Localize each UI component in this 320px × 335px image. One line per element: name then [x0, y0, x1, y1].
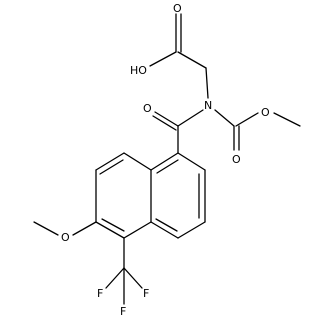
bond-ring-c6-c5-inner	[101, 218, 125, 232]
atom-n-amide: N	[204, 99, 212, 112]
atom-o-amide: O	[143, 102, 152, 115]
atom-oh-acid: HO	[130, 64, 147, 77]
bond-ring-c1-c2	[177, 152, 206, 171]
atom-o-carbamate-double: O	[232, 153, 241, 166]
bond-ring-c8-c7	[95, 152, 125, 171]
atom-f-left: F	[97, 287, 103, 300]
atom-o-carbonyl-acid: O	[173, 2, 182, 15]
bond-ch2-n	[205, 67, 209, 99]
bond-cf3-f-right	[123, 267, 143, 289]
bond-ring-c8-c7-inner	[99, 159, 124, 175]
bond-ring-c6-c5	[95, 221, 125, 239]
bond-amide-c-o-double-a	[154, 111, 179, 127]
bond-ring-c3-c4	[177, 221, 206, 239]
atom-o-carbamate-ester: O	[261, 106, 270, 119]
bond-acid-c-ch2	[177, 51, 207, 69]
bond-cf3-f-left	[105, 267, 125, 289]
bond-ring-c8a-c1	[150, 152, 179, 171]
bond-ring-c8a-c8	[123, 152, 152, 171]
bond-n-carbamate-c	[214, 109, 235, 127]
atom-f-bottom: F	[120, 305, 126, 318]
bond-amide-c-o-double-b	[152, 115, 177, 131]
bond-ring-c4-c4a-inner	[155, 218, 178, 232]
bonds	[33, 13, 301, 305]
bond-ring-c8a-c1-inner	[156, 159, 179, 174]
bond-methoxy-o-methyl	[33, 221, 59, 236]
bond-carbamate-c-o-ester	[235, 112, 259, 127]
atom-f-right: F	[143, 287, 149, 300]
bond-ring-c5-c4a	[123, 221, 152, 239]
bond-c6-o-methoxy	[72, 221, 97, 236]
bond-ring-c4-c4a	[150, 221, 179, 239]
bond-ester-o-methyl	[273, 112, 301, 127]
atom-o-methoxy: O	[61, 231, 70, 244]
bond-acid-c-oh	[149, 51, 177, 67]
bond-n-amide-c	[177, 109, 204, 127]
atom-labels: O HO N O O O O F F F	[61, 2, 270, 318]
